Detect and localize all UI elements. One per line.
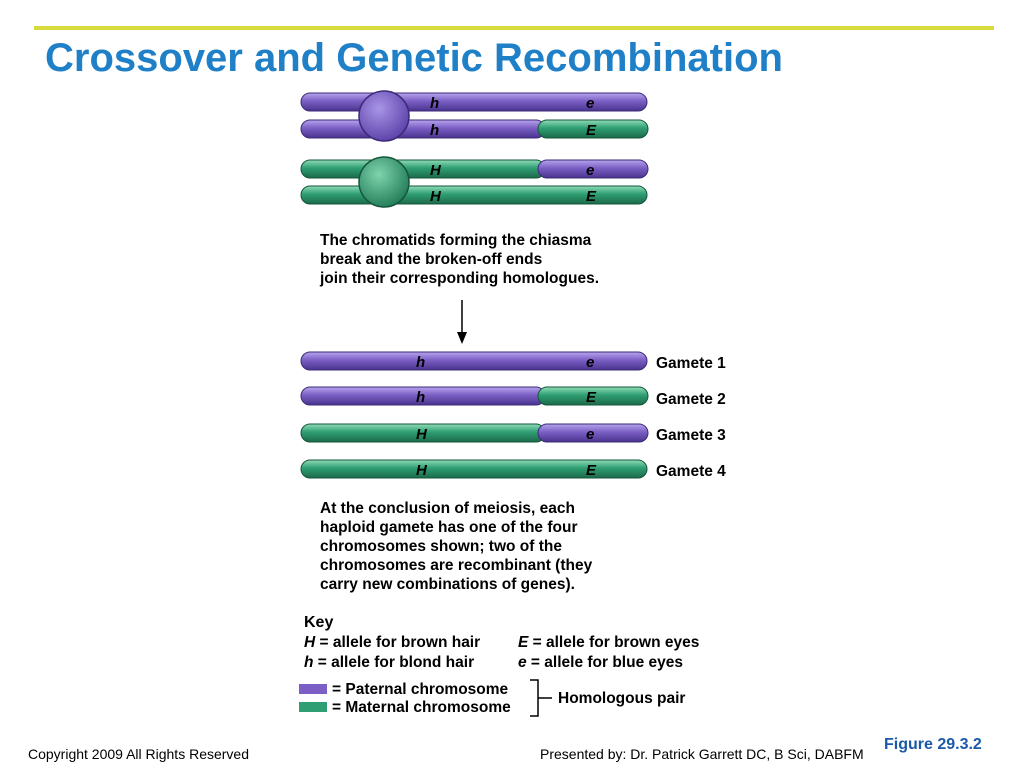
- copyright-text: Copyright 2009 All Rights Reserved: [28, 746, 250, 762]
- chiasma-line-2: break and the broken-off ends: [320, 251, 543, 268]
- key-e-text: = allele for blue eyes: [526, 654, 683, 671]
- key-blue-eyes: e = allele for blue eyes: [518, 654, 683, 672]
- key-homologous-label: Homologous pair: [558, 690, 686, 707]
- key-H-text: = allele for brown hair: [315, 634, 481, 651]
- meiosis-line-1: At the conclusion of meiosis, each: [320, 500, 575, 517]
- maternal-swatch: [299, 702, 327, 712]
- key-h-symbol: h: [304, 654, 314, 671]
- gamete-2-chromosome: h E: [300, 386, 649, 406]
- meiosis-line-5: carry new combinations of genes).: [320, 576, 575, 593]
- title-accent-bar: [34, 26, 994, 30]
- paternal-swatch: [299, 684, 327, 694]
- presenter-text: Presented by: Dr. Patrick Garrett DC, B …: [540, 746, 864, 762]
- meiosis-line-3: chromosomes shown; two of the: [320, 538, 562, 555]
- gamete-3-chromosome: H e: [300, 423, 649, 443]
- gamete-4-chromosome: H E: [300, 459, 648, 479]
- meiosis-line-4: chromosomes are recombinant (they: [320, 557, 593, 574]
- meiosis-description: At the conclusion of meiosis, each haplo…: [320, 499, 592, 594]
- gamete3-right-allele: e: [586, 426, 594, 443]
- key-h-text: = allele for blond hair: [313, 654, 475, 671]
- chromosome-pair-1: h e h E: [300, 90, 649, 142]
- meiosis-line-2: haploid gamete has one of the four: [320, 519, 578, 536]
- key-E-text: = allele for brown eyes: [528, 634, 700, 651]
- slide-title: Crossover and Genetic Recombination: [45, 36, 783, 80]
- pair2-lower-right-allele: E: [586, 188, 597, 205]
- pair1-lower-chromatid-maternal: [537, 119, 649, 139]
- homologous-bracket: [530, 679, 552, 717]
- pair2-upper-right-allele: e: [586, 162, 594, 179]
- chiasma-description: The chromatids forming the chiasma break…: [320, 231, 599, 288]
- pair2-upper-left-allele: H: [430, 162, 442, 179]
- gamete-4-label: Gamete 4: [656, 463, 726, 480]
- gamete3-left-allele: H: [416, 426, 428, 443]
- key-brown-hair: H = allele for brown hair: [304, 634, 480, 652]
- gamete2-left-allele: h: [416, 389, 425, 406]
- gamete-1-label: Gamete 1: [656, 355, 726, 372]
- gamete-1-chromosome: h e: [300, 351, 648, 371]
- down-arrow: [457, 300, 467, 344]
- pair1-lower-chromatid-paternal: [300, 119, 546, 139]
- key-brown-eyes: E = allele for brown eyes: [518, 634, 699, 652]
- gamete-2-label: Gamete 2: [656, 391, 726, 408]
- gamete-3-label: Gamete 3: [656, 427, 726, 444]
- chiasma-line-3: join their corresponding homologues.: [320, 270, 600, 287]
- pair1-upper-chromatid: [300, 92, 648, 112]
- pair1-lower-right-allele: E: [586, 122, 597, 139]
- chromosome-pair-2: H e H E: [300, 156, 649, 208]
- key-paternal-label: = Paternal chromosome: [332, 681, 509, 698]
- gamete2-right-allele: E: [586, 389, 597, 406]
- pair2-upper-chromatid-paternal: [537, 159, 649, 179]
- pair2-lower-left-allele: H: [430, 188, 442, 205]
- pair1-upper-right-allele: e: [586, 95, 594, 112]
- pair2-centromere: [358, 156, 410, 208]
- key-E-symbol: E: [518, 634, 529, 651]
- pair1-lower-left-allele: h: [430, 122, 439, 139]
- gamete1-left-allele: h: [416, 354, 425, 371]
- gamete1-right-allele: e: [586, 354, 594, 371]
- key-H-symbol: H: [304, 634, 316, 651]
- key-maternal-label: = Maternal chromosome: [332, 699, 511, 716]
- figure-reference: Figure 29.3.2: [884, 736, 982, 753]
- key-e-symbol: e: [518, 654, 527, 671]
- chiasma-line-1: The chromatids forming the chiasma: [320, 232, 592, 249]
- pair2-upper-chromatid-maternal: [300, 159, 546, 179]
- key-blond-hair: h = allele for blond hair: [304, 654, 474, 672]
- pair1-centromere: [358, 90, 410, 142]
- pair1-upper-left-allele: h: [430, 95, 439, 112]
- key-heading: Key: [304, 614, 334, 631]
- gamete4-right-allele: E: [586, 462, 597, 479]
- gamete4-left-allele: H: [416, 462, 428, 479]
